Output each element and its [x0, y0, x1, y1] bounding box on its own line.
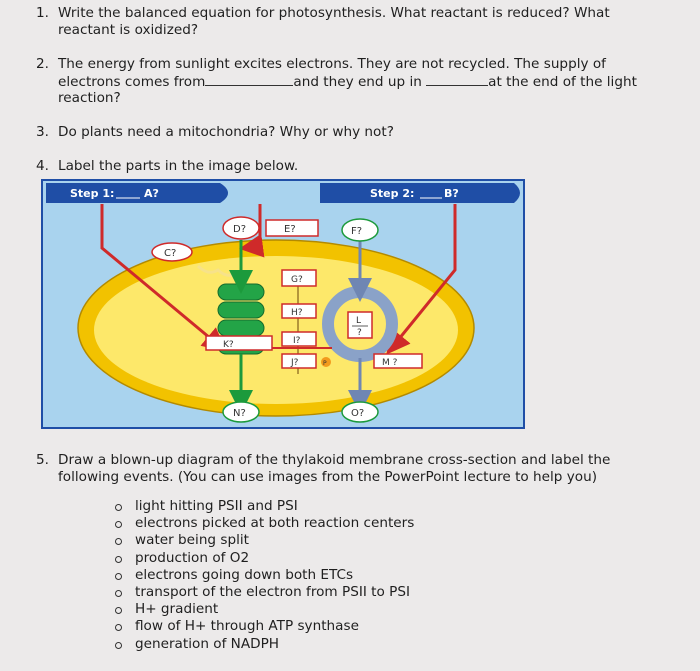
label-l-bottom: ?: [357, 328, 362, 338]
list-item: H+ gradient: [115, 601, 414, 618]
bullet-circle-icon: [115, 624, 122, 632]
label-i: I?: [293, 336, 301, 346]
bullet-circle-icon: [115, 641, 122, 649]
label-box-n[interactable]: N?: [222, 401, 260, 423]
label-p: P: [323, 360, 327, 367]
arrow-to-d: [239, 204, 265, 258]
list-item-text: water being split: [135, 532, 249, 549]
question-text: reactant is oxidized?: [58, 21, 199, 38]
question-text: Draw a blown-up diagram of the thylakoid…: [58, 452, 611, 468]
label-box-p: P: [321, 357, 331, 367]
question-text: at the end of the light: [488, 73, 637, 90]
question-number: 1.: [36, 5, 49, 21]
arrow-to-m: [386, 204, 457, 355]
label-h: H?: [291, 308, 303, 318]
bullet-circle-icon: [115, 555, 122, 563]
label-g: G?: [291, 275, 303, 285]
list-item-text: light hitting PSII and PSI: [135, 498, 298, 514]
list-item-text: generation of NADPH: [135, 635, 280, 652]
question-text: Do plants need a mitochondria? Why or wh…: [58, 124, 394, 140]
label-m: M ?: [382, 358, 398, 368]
question-number: 2.: [36, 56, 49, 72]
list-item: electrons picked at both reaction center…: [115, 515, 414, 532]
list-item-text: transport of the electron from PSII to P…: [135, 584, 410, 601]
label-l-top: L: [356, 316, 361, 326]
list-item-text: flow of H+ through ATP synthase: [135, 618, 359, 635]
question-number: 3.: [36, 124, 49, 140]
list-item: light hitting PSII and PSI: [115, 498, 414, 515]
bullet-circle-icon: [115, 504, 122, 511]
label-o: O?: [351, 408, 364, 419]
bullet-circle-icon: [115, 521, 122, 529]
photosynthesis-diagram: Step 1: A? Step 2: B? C?: [41, 179, 525, 429]
label-e: E?: [284, 224, 296, 235]
question-text: and they end up in: [293, 73, 422, 90]
step-1-answer: A?: [144, 187, 159, 200]
label-box-l[interactable]: L ?: [347, 311, 373, 339]
bullet-circle-icon: [115, 538, 122, 546]
label-box-i[interactable]: I?: [281, 331, 317, 347]
question-4: 4. Label the parts in the image below.: [36, 158, 676, 175]
answer-blank-1[interactable]: [205, 73, 294, 86]
list-item-text: production of O2: [135, 549, 250, 566]
list-item: production of O2: [115, 550, 414, 567]
label-box-d[interactable]: D?: [222, 216, 260, 240]
label-j: J?: [290, 358, 299, 368]
light-energy-arrow-left: [100, 204, 227, 352]
stroma: [94, 256, 458, 404]
label-n: N?: [233, 408, 246, 419]
list-item: transport of the electron from PSII to P…: [115, 584, 414, 601]
list-item: generation of NADPH: [115, 636, 414, 653]
bullet-circle-icon: [115, 607, 122, 615]
question-text: Label the parts in the image below.: [58, 158, 299, 174]
label-box-f[interactable]: F?: [341, 218, 379, 242]
list-item-text: H+ gradient: [135, 601, 219, 618]
label-box-k[interactable]: K?: [205, 335, 273, 351]
question-text-with-blanks: electrons comes from and they end up in a…: [58, 73, 676, 91]
list-item-text: electrons going down both ETCs: [135, 566, 354, 583]
list-item: flow of H+ through ATP synthase: [115, 618, 414, 635]
question-text: Write the balanced equation for photosyn…: [58, 5, 610, 21]
step-2-answer: B?: [444, 187, 459, 200]
question-text: The energy from sunlight excites electro…: [58, 56, 606, 72]
answer-blank-2[interactable]: [426, 73, 489, 86]
bullet-circle-icon: [115, 590, 122, 598]
bullet-circle-icon: [115, 572, 122, 580]
question-1: 1. Write the balanced equation for photo…: [36, 5, 676, 38]
question-number: 5.: [36, 452, 49, 468]
label-box-m[interactable]: M ?: [373, 353, 423, 369]
question-3: 3. Do plants need a mitochondria? Why or…: [36, 124, 676, 141]
step-1-banner: [46, 183, 228, 203]
list-item: water being split: [115, 532, 414, 549]
label-box-o[interactable]: O?: [341, 401, 379, 423]
label-box-j[interactable]: J?: [281, 353, 317, 369]
step-2-banner: [320, 183, 520, 203]
question-text: electrons comes from: [58, 73, 206, 90]
question-text: reaction?: [58, 90, 121, 106]
question-5: 5. Draw a blown-up diagram of the thylak…: [36, 452, 676, 485]
list-item-text: electrons picked at both reaction center…: [135, 515, 415, 532]
question-text: following events. (You can use images fr…: [58, 468, 598, 485]
label-box-g[interactable]: G?: [281, 269, 317, 287]
events-list: light hitting PSII and PSI electrons pic…: [115, 498, 414, 653]
question-2: 2. The energy from sunlight excites elec…: [36, 56, 676, 107]
step-2-label: Step 2:: [370, 187, 414, 200]
question-number: 4.: [36, 158, 49, 174]
label-box-c[interactable]: C?: [151, 242, 193, 262]
list-item: electrons going down both ETCs: [115, 567, 414, 584]
label-d: D?: [233, 224, 246, 235]
label-c: C?: [164, 248, 176, 259]
label-f: F?: [351, 226, 362, 237]
label-box-h[interactable]: H?: [281, 303, 317, 319]
step-1-label: Step 1:: [70, 187, 114, 200]
label-box-e[interactable]: E?: [265, 219, 319, 237]
label-k: K?: [223, 340, 234, 350]
